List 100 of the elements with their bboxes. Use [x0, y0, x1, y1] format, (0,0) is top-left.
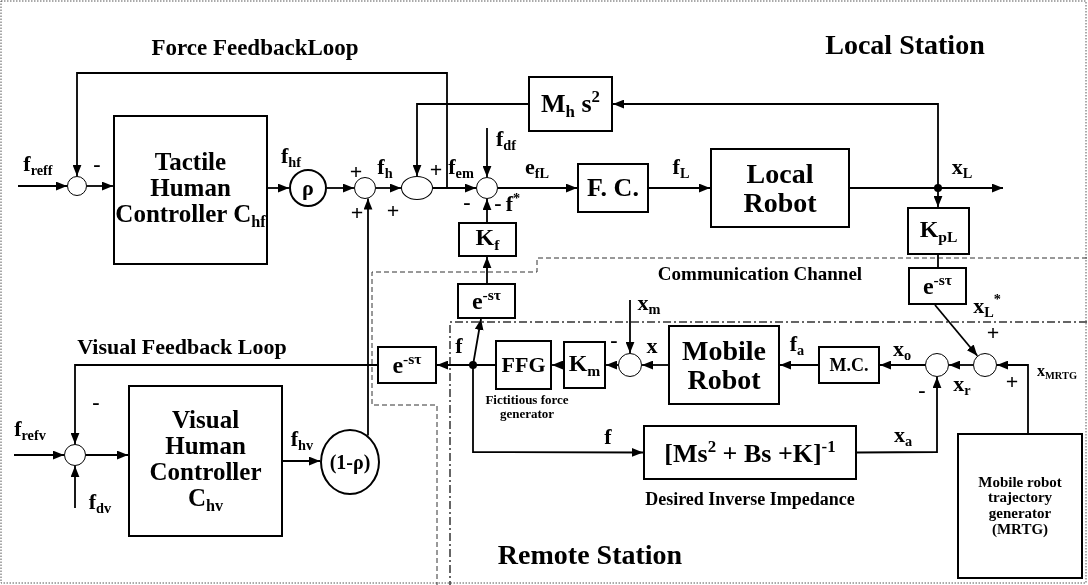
summing-junction — [618, 353, 642, 377]
signal-label: f$_{reff}$ — [23, 152, 53, 178]
connector-arrow — [282, 456, 321, 466]
connector-arrow — [375, 183, 402, 193]
block-box — [458, 222, 517, 257]
signal-label: f$_{refv}$ — [14, 417, 46, 443]
signal-label: x$_{L}$ — [951, 155, 973, 181]
signal-label: f$_{em}$ — [448, 155, 474, 181]
sign-label: + — [1005, 371, 1019, 393]
connector-arrow — [472, 364, 644, 457]
signal-label: x — [646, 335, 658, 357]
signal-label: f$_{h}$ — [377, 155, 393, 181]
signal-label: f$_{df}$ — [496, 127, 516, 153]
block-label: K$_{m}$ — [568, 351, 601, 379]
connector-arrow — [879, 360, 926, 370]
signal-label: f$^{*}$ — [505, 190, 521, 216]
connector-arrow — [551, 360, 564, 370]
block-box — [113, 115, 268, 265]
block-label: e$^{-sτ}$ — [392, 351, 422, 379]
summing-junction — [401, 176, 433, 200]
section-title: Local Station — [825, 31, 985, 59]
block-label: Tactile Human Controller C$_{hf}$ — [115, 148, 266, 232]
summing-junction — [925, 353, 949, 377]
signal-label: f$_{dv}$ — [88, 490, 112, 516]
signal-label: e$_{fL}$ — [524, 155, 550, 181]
block-label: M.C. — [829, 355, 869, 375]
block-label: e$^{-sτ}$ — [471, 287, 502, 315]
signal-label: x$_{m}$ — [637, 291, 661, 317]
block-box — [668, 325, 780, 405]
connector-arrow — [948, 360, 974, 370]
block-caption: Desired Inverse Impedance — [644, 490, 856, 510]
connector-arrow — [648, 183, 711, 193]
section-title: Communication Channel — [657, 263, 863, 283]
signal-label: f — [604, 426, 612, 448]
connector-arrow — [849, 187, 943, 208]
gain-label: (1-ρ) — [329, 451, 371, 473]
section-title: Visual Feedback Loop — [77, 336, 287, 358]
block-box — [577, 163, 649, 213]
signal-label: f — [455, 335, 463, 357]
connector-arrow — [86, 181, 114, 191]
block-box — [377, 346, 437, 384]
connector-arrow — [497, 183, 578, 193]
signal-arrow — [482, 127, 492, 178]
block-label: Local Robot — [742, 158, 818, 218]
block-label: Mobile Robot — [681, 335, 767, 395]
connector-arrow — [363, 197, 373, 437]
sign-label: + — [986, 322, 1000, 344]
signal-arrow — [13, 450, 65, 460]
summing-junction — [476, 177, 498, 199]
block-label: e$^{-sτ}$ — [922, 272, 953, 300]
signal-arrow — [17, 181, 68, 191]
signal-label: f$_{a}$ — [789, 332, 805, 358]
signal-label: x$_{r}$ — [953, 372, 971, 398]
block-box — [128, 385, 283, 537]
connector-arrow — [70, 364, 378, 445]
signal-label: f$_{L}$ — [672, 155, 690, 181]
sign-label: - — [494, 192, 502, 214]
block-label: Mobile robot trajectory generator (MRTG) — [977, 474, 1063, 538]
connector-arrow — [72, 72, 448, 189]
gain-label: ρ — [302, 176, 314, 200]
sign-label: + — [350, 202, 364, 224]
sign-label: - — [93, 153, 101, 175]
signal-label: f$_{hf}$ — [281, 144, 301, 170]
sign-label: - — [918, 379, 926, 401]
connector-arrow — [267, 183, 290, 193]
sign-label: + — [349, 161, 363, 183]
signal-label: x$_{o}$ — [892, 337, 912, 363]
block-label: Visual Human Controller C$_{hv}$ — [148, 406, 263, 516]
connector-arrow — [326, 183, 355, 193]
summing-junction — [64, 444, 86, 466]
signal-arrow — [70, 465, 80, 509]
summing-junction — [973, 353, 997, 377]
sign-label: - — [610, 329, 618, 351]
connector-arrow — [482, 198, 492, 223]
block-label: FFG — [501, 353, 546, 377]
signal-label: x$_{MRTG}$ — [1037, 362, 1077, 382]
block-box — [495, 340, 552, 390]
sign-label: + — [386, 200, 400, 222]
signal-label: f$_{hv}$ — [290, 427, 314, 453]
block-box — [907, 207, 970, 255]
gain-circle — [289, 169, 327, 207]
block-box — [957, 433, 1083, 579]
connector-arrow — [605, 360, 619, 370]
block-label: F. C. — [587, 174, 639, 202]
block-label: K$_{f}$ — [475, 225, 500, 254]
connector-arrow — [412, 103, 529, 177]
sign-label: + — [429, 159, 443, 181]
section-title: Force FeedbackLoop — [151, 35, 359, 59]
block-box — [643, 425, 857, 480]
signal-arrow — [625, 299, 635, 354]
connector-arrow — [996, 360, 1029, 434]
section-title: Remote Station — [497, 541, 683, 569]
block-box — [563, 341, 606, 389]
block-box — [710, 148, 850, 228]
block-box — [908, 267, 967, 305]
block-box — [818, 346, 880, 384]
sign-label: - — [92, 391, 100, 413]
summing-junction — [354, 177, 376, 199]
block-label: M$_{h}$ s$^{2}$ — [541, 87, 600, 121]
connector-arrow — [641, 360, 669, 370]
